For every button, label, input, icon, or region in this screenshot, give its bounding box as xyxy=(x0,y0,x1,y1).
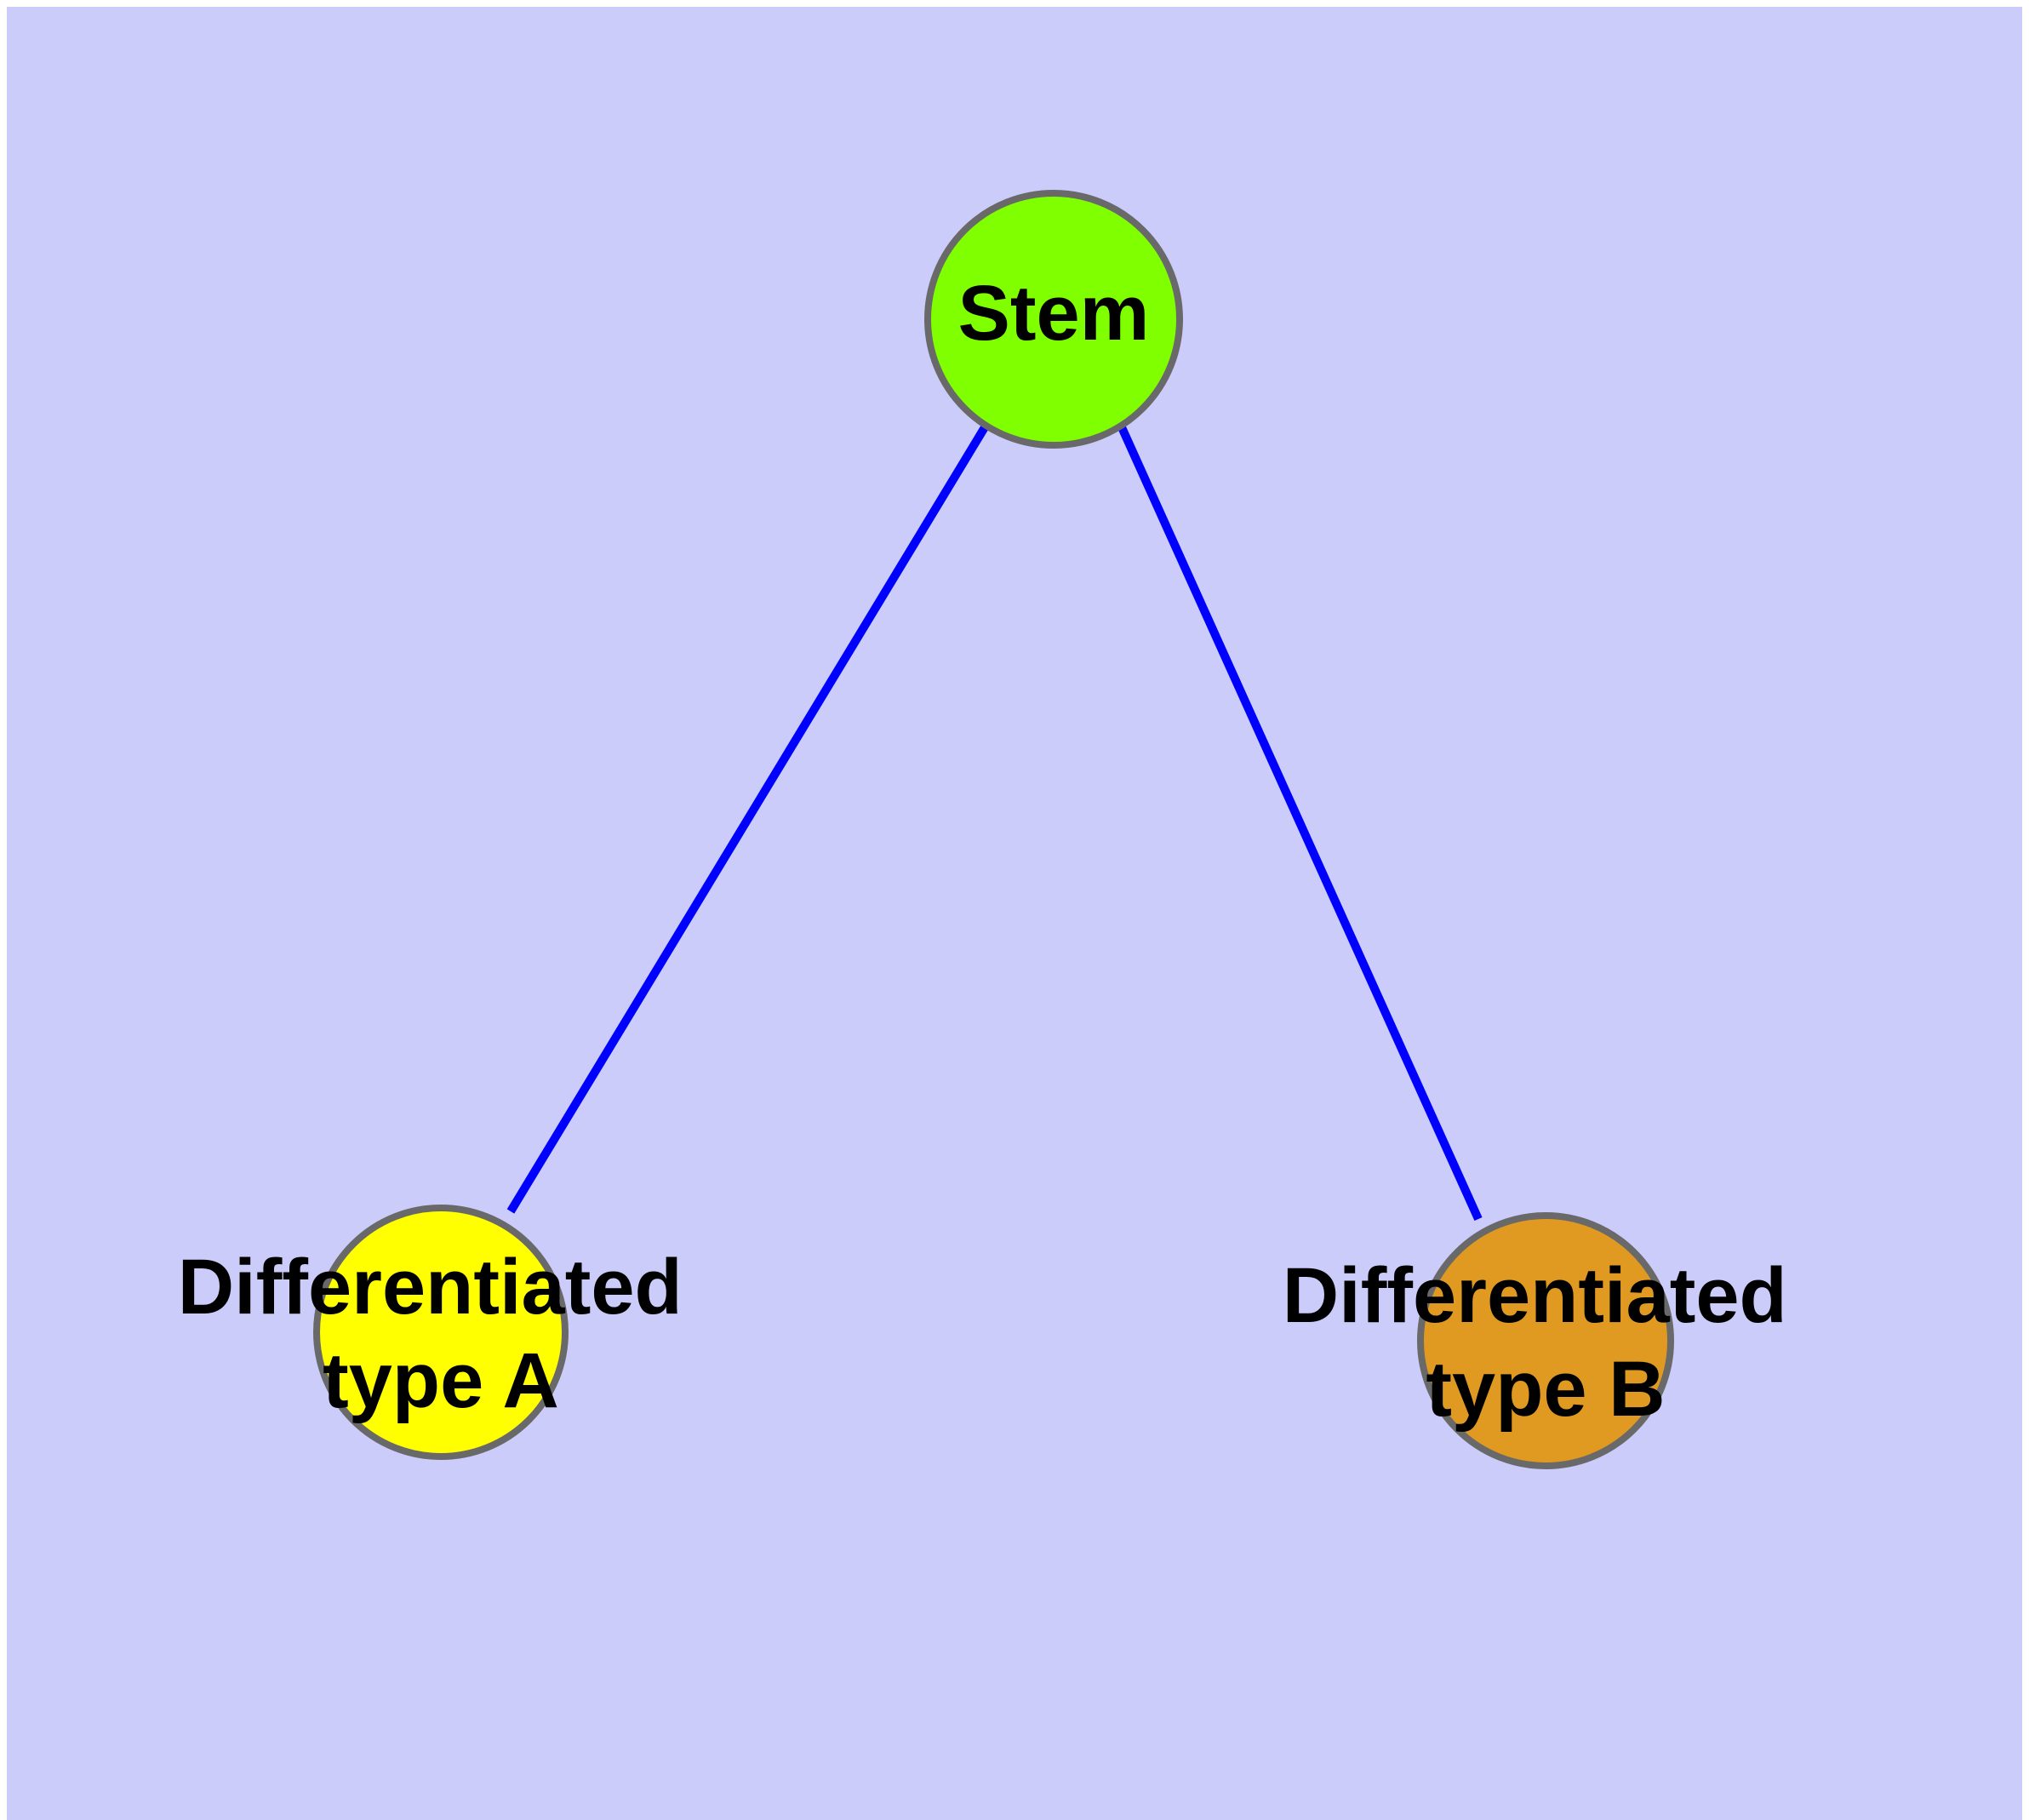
node-differentiated-type-b[interactable]: Differentiated type B xyxy=(1283,1212,1809,1469)
node-differentiated-type-a[interactable]: Differentiated type A xyxy=(178,1205,705,1460)
edge-layer xyxy=(506,425,1483,1222)
node-differentiated-type-a-label-line-2: type A xyxy=(323,1337,559,1424)
node-stem-label: Stem xyxy=(958,270,1150,357)
edge-stem-to-differentiated-type-a[interactable] xyxy=(506,425,989,1214)
node-differentiated-type-b-label-line-2: type B xyxy=(1426,1346,1665,1433)
node-stem-circle[interactable] xyxy=(924,190,1183,449)
node-layer: Stem Differentiated type A Differentiate… xyxy=(178,190,1809,1469)
node-differentiated-type-b-label-line-1: Differentiated xyxy=(1283,1252,1787,1339)
node-differentiated-type-a-label-line-1: Differentiated xyxy=(178,1244,683,1331)
node-differentiated-type-a-circle[interactable] xyxy=(313,1205,569,1460)
node-stem[interactable]: Stem xyxy=(924,190,1183,449)
edge-stem-to-differentiated-type-b[interactable] xyxy=(1117,425,1483,1222)
node-differentiated-type-a-label: Differentiated type A xyxy=(178,1244,705,1424)
node-stem-label-line-1: Stem xyxy=(958,270,1150,357)
node-differentiated-type-b-circle[interactable] xyxy=(1417,1212,1674,1469)
node-differentiated-type-b-label: Differentiated type B xyxy=(1283,1252,1809,1433)
